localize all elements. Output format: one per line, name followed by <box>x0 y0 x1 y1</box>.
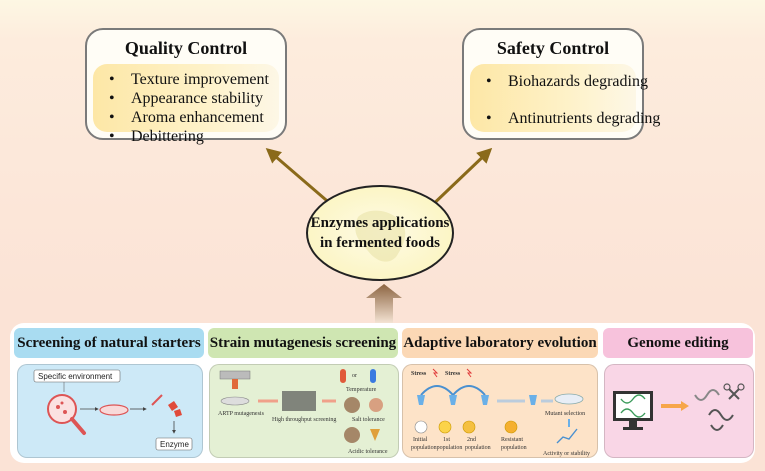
panel-body-screening: Specific environment Enzyme <box>17 364 203 458</box>
label-artp: ARTP mutagenesis <box>218 411 265 417</box>
panel-body-mutagenesis: ARTP mutagenesis High throughput screeni… <box>209 364 399 458</box>
label-acid: Acidic tolerance <box>348 449 388 455</box>
microplate-icon <box>282 391 316 411</box>
thermometer-icon <box>340 369 346 383</box>
label-activity: Activity or stability <box>543 451 590 457</box>
label-initial: Initial <box>413 437 428 443</box>
list-item: •Debittering <box>109 128 204 145</box>
quality-control-list: •Texture improvement •Appearance stabili… <box>109 70 269 146</box>
safety-control-list: •Biohazards degrading •Antinutrients deg… <box>486 72 660 128</box>
panel-body-genome <box>604 364 754 458</box>
safety-control-list-panel: •Biohazards degrading •Antinutrients deg… <box>470 64 660 132</box>
safety-control-box: Safety Control •Biohazards degrading •An… <box>462 28 660 140</box>
genome-illustration <box>613 383 745 431</box>
list-item: •Aroma enhancement <box>109 109 264 126</box>
label-resistant: Resistant <box>501 437 523 443</box>
center-label: Enzymes applications in fermented foods <box>310 215 450 251</box>
salt-icon <box>344 397 360 413</box>
label-stress-1: Stress <box>411 371 427 377</box>
safety-control-title: Safety Control <box>496 38 610 58</box>
quality-control-list-panel: •Texture improvement •Appearance stabili… <box>93 64 279 145</box>
label-enzyme: Enzyme <box>160 440 189 449</box>
label-resistant-population: population <box>501 445 527 451</box>
list-item: •Biohazards degrading <box>486 73 648 90</box>
label-specific-environment: Specific environment <box>38 372 113 381</box>
panel-head-ale: Adaptive laboratory evolution <box>402 328 598 358</box>
list-item: •Appearance stability <box>109 90 263 107</box>
label-stress-2: Stress <box>445 371 461 377</box>
label-population: population <box>465 445 491 451</box>
dna-icon <box>694 389 720 401</box>
panel-head-screening: Screening of natural starters <box>14 328 204 358</box>
magnifier-icon <box>47 394 77 424</box>
list-item: •Texture improvement <box>109 71 269 88</box>
panel-body-ale: Stress Stress Mutant selection Initial 1… <box>402 364 598 458</box>
trend-icon <box>556 428 578 444</box>
pipette-icon <box>151 394 163 406</box>
label-or: or <box>352 373 357 379</box>
enzyme-icon <box>168 401 182 417</box>
label-temperature: Temperature <box>346 387 377 393</box>
label-initial-population: populationpopulation <box>411 445 462 451</box>
screening-illustration: Specific environment Enzyme <box>33 369 193 451</box>
quality-control-title: Quality Control <box>124 38 248 58</box>
faint-map-shape <box>355 210 406 262</box>
flask-icon <box>417 395 425 405</box>
quality-control-box: Quality Control •Texture improvement •Ap… <box>85 28 287 145</box>
scissors-icon <box>728 388 740 400</box>
upward-arrow <box>366 284 402 323</box>
mutagenesis-illustration: ARTP mutagenesis High throughput screeni… <box>218 369 388 455</box>
label-first: 1st <box>443 437 450 443</box>
petri-dish-icon <box>99 404 129 416</box>
thermometer-cold-icon <box>370 369 376 383</box>
label-salt: Salt tolerance <box>352 417 385 423</box>
label-mutant: Mutant selection <box>545 411 585 417</box>
petri-dish-icon <box>554 393 584 405</box>
panel-head-mutagenesis: Strain mutagenesis screening <box>208 328 398 358</box>
acid-icon <box>344 427 360 443</box>
list-item: •Antinutrients degrading <box>486 110 661 127</box>
panel-head-genome: Genome editing <box>603 328 753 358</box>
label-hts: High throughput screening <box>272 417 336 423</box>
label-second: 2nd <box>467 437 476 443</box>
center-ellipse: Enzymes applications in fermented foods <box>306 185 454 281</box>
ale-illustration: Stress Stress Mutant selection Initial 1… <box>411 368 590 457</box>
